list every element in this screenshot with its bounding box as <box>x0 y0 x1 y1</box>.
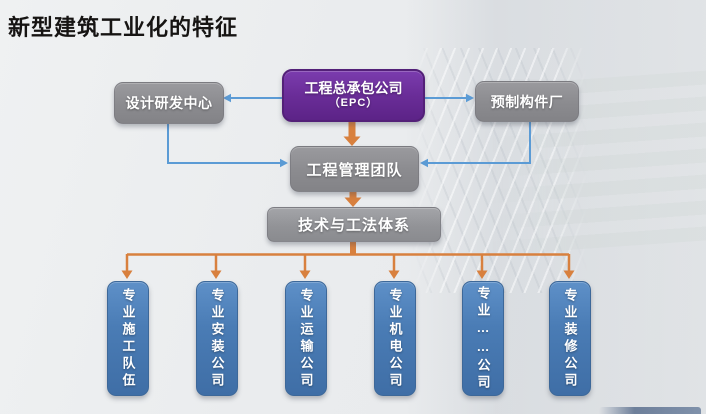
node-management-team: 工程管理团队 <box>290 146 419 192</box>
node-subcontractor-mep: 专业机电公司 <box>374 281 416 396</box>
distribution-line <box>121 253 575 279</box>
node-subcontractor-installation: 专业安装公司 <box>196 281 238 396</box>
subcontractor-label: 专业安装公司 <box>209 287 225 390</box>
subcontractor-label: 专业机电公司 <box>387 287 403 390</box>
arrow-epc-to-management <box>343 117 361 146</box>
node-epc-company: 工程总承包公司 （EPC） <box>282 69 425 122</box>
epc-abbreviation-label: （EPC） <box>328 97 379 110</box>
node-subcontractor-construction: 专业施工队伍 <box>107 281 149 396</box>
node-subcontractor-other: 专业……公司 <box>462 281 504 396</box>
background-navy-strip <box>599 407 701 414</box>
node-tech-system: 技术与工法体系 <box>267 207 441 242</box>
node-precast-factory: 预制构件厂 <box>475 81 579 122</box>
arrow-epc-to-design <box>223 93 282 103</box>
design-center-label: 设计研发中心 <box>125 95 213 111</box>
subcontractor-label: 专业运输公司 <box>298 287 314 390</box>
tech-system-label: 技术与工法体系 <box>297 217 410 234</box>
node-subcontractor-transport: 专业运输公司 <box>285 281 327 396</box>
node-design-center: 设计研发中心 <box>114 82 224 124</box>
connector-tech-to-distribution <box>350 239 356 255</box>
slide-title: 新型建筑工业化的特征 <box>8 15 239 40</box>
subcontractor-label: 专业……公司 <box>475 285 491 392</box>
node-subcontractor-decoration: 专业装修公司 <box>549 281 591 396</box>
subcontractor-label: 专业施工队伍 <box>120 287 136 390</box>
arrow-epc-to-precast <box>421 93 474 103</box>
precast-factory-label: 预制构件厂 <box>490 93 564 110</box>
arrow-management-to-tech <box>344 189 362 207</box>
subcontractor-label: 专业装修公司 <box>562 287 578 390</box>
arrow-design-to-management <box>167 122 288 168</box>
management-team-label: 工程管理团队 <box>306 161 403 179</box>
arrow-precast-to-management <box>420 120 531 168</box>
epc-company-label: 工程总承包公司 <box>304 79 403 96</box>
